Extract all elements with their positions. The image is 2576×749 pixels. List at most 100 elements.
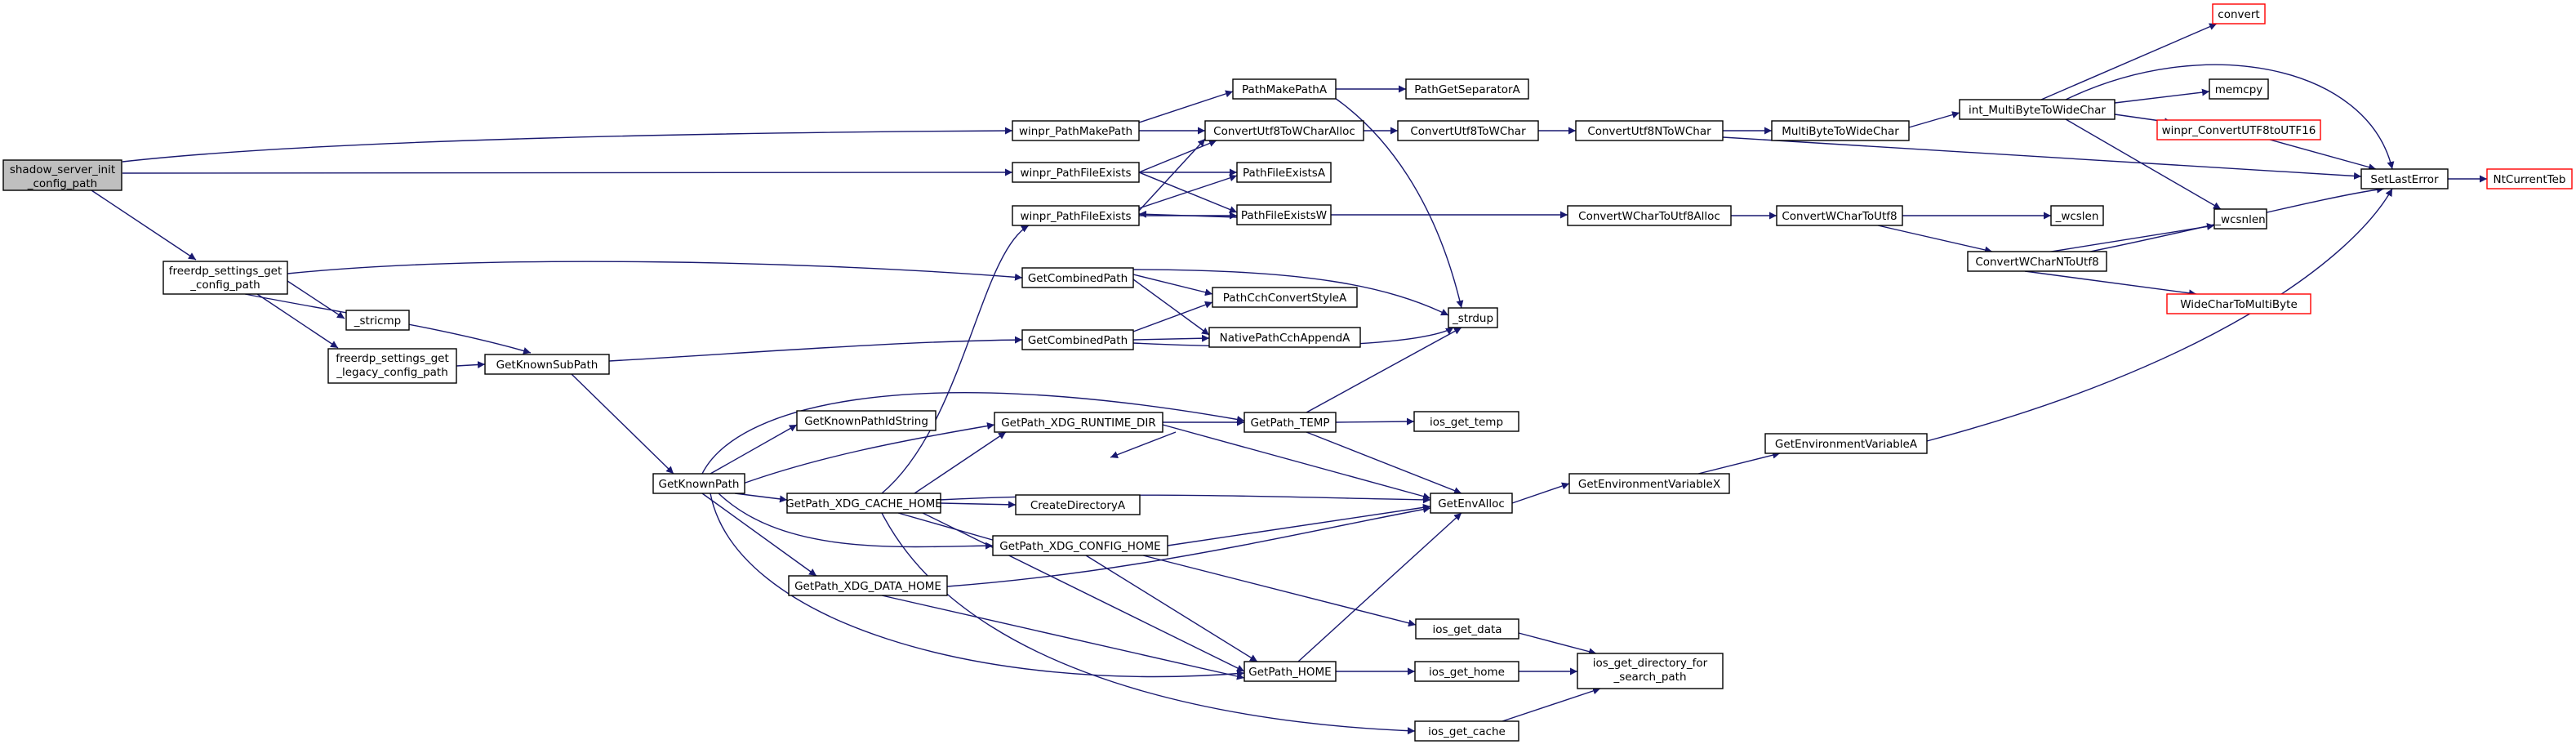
node-label: GetCombinedPath: [1028, 272, 1128, 285]
function-node[interactable]: ConvertUtf8NToWChar: [1575, 120, 1724, 141]
node-label: _config_path: [27, 177, 98, 190]
function-node[interactable]: NativePathCchAppendA: [1208, 327, 1361, 348]
function-node[interactable]: PathFileExistsA: [1236, 162, 1332, 183]
function-node[interactable]: shadow_server_init_config_path: [2, 159, 122, 191]
call-edge: [287, 280, 345, 319]
function-node[interactable]: winpr_ConvertUTF8toUTF16: [2156, 119, 2321, 140]
node-label: freerdp_settings_get: [169, 265, 283, 278]
function-node[interactable]: convert: [2212, 3, 2266, 25]
function-node[interactable]: GetKnownPathIdString: [796, 410, 937, 431]
function-node[interactable]: PathMakePathA: [1232, 78, 1337, 100]
function-node[interactable]: GetCombinedPath: [1021, 267, 1134, 288]
function-node[interactable]: WideCharToMultiByte: [2166, 293, 2311, 314]
call-edge: [456, 361, 486, 369]
function-node[interactable]: ConvertUtf8ToWCharAlloc: [1204, 120, 1364, 141]
node-label: GetEnvAlloc: [1438, 497, 1505, 510]
function-node[interactable]: ConvertWCharNToUtf8: [1967, 251, 2107, 272]
function-nodes: shadow_server_init_config_path freerdp_se…: [2, 3, 2573, 742]
function-node[interactable]: GetPath_XDG_RUNTIME_DIR: [994, 412, 1163, 433]
call-edge: [2269, 139, 2377, 171]
node-label: ios_get_home: [1429, 666, 1505, 679]
node-box: [345, 310, 410, 331]
node-label: int_MultiByteToWideChar: [1969, 104, 2106, 117]
node-box: [1568, 473, 1730, 494]
function-node[interactable]: GetPath_XDG_CACHE_HOME: [785, 493, 942, 514]
function-node[interactable]: NtCurrentTeb: [2486, 168, 2573, 189]
function-node[interactable]: PathGetSeparatorA: [1405, 78, 1529, 100]
function-node[interactable]: _wcsnlen: [2213, 208, 2267, 230]
call-edge: [1110, 431, 1177, 458]
function-node[interactable]: winpr_PathFileExists: [1012, 205, 1140, 226]
call-edge: [1335, 417, 1415, 426]
function-node[interactable]: freerdp_settings_get_config_path: [162, 261, 288, 295]
node-box: [994, 412, 1163, 433]
function-node[interactable]: ios_get_cache: [1414, 720, 1519, 742]
function-node[interactable]: MultiByteToWideChar: [1771, 120, 1910, 141]
call-edge: [881, 225, 1030, 494]
function-node[interactable]: winpr_PathMakePath: [1012, 120, 1140, 141]
function-node[interactable]: GetPath_HOME: [1244, 661, 1337, 682]
function-node[interactable]: GetEnvAlloc: [1430, 493, 1513, 514]
function-node[interactable]: SetLastError: [2360, 168, 2449, 189]
function-node[interactable]: GetPath_XDG_CONFIG_HOME: [992, 535, 1168, 556]
node-label: winpr_PathMakePath: [1019, 125, 1132, 138]
node-label: GetPath_XDG_RUNTIME_DIR: [1001, 417, 1156, 430]
node-box: [786, 493, 941, 514]
function-node[interactable]: ios_get_temp: [1413, 411, 1519, 432]
function-node[interactable]: GetEnvironmentVariableA: [1764, 433, 1928, 454]
node-label: PathFileExistsW: [1241, 209, 1327, 222]
function-node[interactable]: ConvertWCharToUtf8: [1776, 205, 1903, 226]
node-box: [1413, 411, 1519, 432]
function-node[interactable]: GetKnownPath: [652, 473, 745, 494]
function-node[interactable]: PathCchConvertStyleA: [1212, 287, 1358, 308]
node-box: [2166, 293, 2311, 314]
call-edge: [1142, 555, 1417, 627]
call-edge: [1138, 174, 1238, 209]
node-label: ConvertUtf8NToWChar: [1587, 125, 1711, 138]
function-node[interactable]: ios_get_directory_for_search_path: [1577, 653, 1724, 689]
function-node[interactable]: GetPath_XDG_DATA_HOME: [788, 575, 948, 596]
node-box: [2212, 3, 2266, 25]
function-node[interactable]: _wcslen: [2050, 205, 2104, 226]
function-node[interactable]: winpr_PathFileExists: [1012, 162, 1140, 183]
function-node[interactable]: _stricmp: [345, 310, 410, 331]
node-label: GetPath_HOME: [1248, 666, 1331, 679]
node-box: [1776, 205, 1903, 226]
call-edge: [2065, 64, 2395, 170]
call-edge: [881, 595, 1245, 680]
call-edge: [287, 261, 1023, 281]
node-label: _legacy_config_path: [336, 366, 448, 379]
node-box: [1021, 267, 1134, 288]
function-node[interactable]: GetPath_TEMP: [1244, 412, 1337, 433]
function-node[interactable]: freerdp_settings_get_legacy_config_path: [327, 348, 457, 384]
function-node[interactable]: PathFileExistsW: [1236, 204, 1332, 225]
call-edge: [2114, 88, 2210, 104]
call-edge: [1132, 301, 1213, 332]
function-node[interactable]: CreateDirectoryA: [1015, 494, 1141, 515]
function-node[interactable]: int_MultiByteToWideChar: [1959, 99, 2116, 120]
function-node[interactable]: _strdup: [1448, 307, 1498, 328]
node-box: [1012, 205, 1140, 226]
function-node[interactable]: ios_get_data: [1415, 618, 1519, 640]
node-label: GetPath_XDG_DATA_HOME: [794, 580, 941, 593]
function-node[interactable]: ios_get_home: [1414, 661, 1519, 682]
node-box: [992, 535, 1168, 556]
call-edge: [1162, 424, 1431, 500]
node-label: ConvertWCharNToUtf8: [1975, 256, 2098, 269]
function-node[interactable]: memcpy: [2209, 78, 2269, 100]
node-label: ios_get_data: [1432, 623, 1502, 636]
node-box: [1015, 494, 1141, 515]
call-edge: [1877, 225, 1993, 254]
function-node[interactable]: ConvertWCharToUtf8Alloc: [1567, 205, 1732, 226]
function-node[interactable]: GetEnvironmentVariableX: [1568, 473, 1730, 494]
function-node[interactable]: GetCombinedPath: [1021, 329, 1134, 350]
node-label: memcpy: [2215, 83, 2263, 96]
node-box: [1567, 205, 1732, 226]
node-box: [484, 354, 610, 375]
call-edge: [922, 512, 1245, 672]
call-edge: [2024, 270, 2197, 297]
node-box: [2156, 119, 2321, 140]
node-box: [2209, 78, 2269, 100]
function-node[interactable]: GetKnownSubPath: [484, 354, 610, 375]
function-node[interactable]: ConvertUtf8ToWChar: [1397, 120, 1539, 141]
